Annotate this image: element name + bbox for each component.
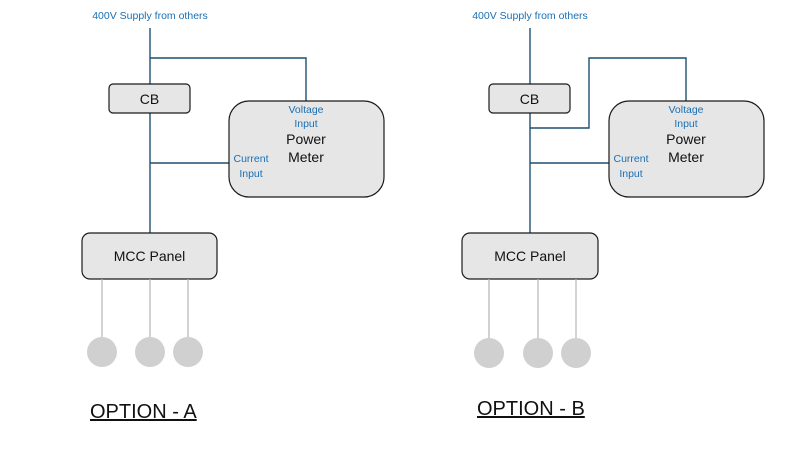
option-b-power-meter-box (608, 100, 765, 198)
option-a-power-meter-box (228, 100, 385, 198)
option-a-current-input-label-2: Input (239, 168, 262, 180)
option-a-cb-box (108, 83, 191, 114)
option-a-load-circle-3 (173, 337, 203, 367)
option-b-supply-label: 400V Supply from others (472, 10, 588, 22)
option-b-meter-label-1: Power (666, 131, 706, 147)
option-b-wires (529, 28, 687, 233)
option-b-current-input-label-1: Current (613, 153, 648, 165)
option-a-load-lines (101, 279, 189, 338)
option-b-mcc-panel-label: MCC Panel (494, 248, 566, 264)
option-b-title: OPTION - B (477, 398, 585, 420)
option-a-load-circle-1 (87, 337, 117, 367)
option-b-load-circle-2 (523, 338, 553, 368)
option-a-title: OPTION - A (90, 401, 197, 423)
option-a-load-circle-2 (135, 337, 165, 367)
option-a-meter-label-2: Meter (288, 149, 324, 165)
option-a-wires (149, 28, 307, 233)
option-b-mcc-panel-box (461, 232, 599, 280)
option-b-cb-box (488, 83, 571, 114)
option-b-group: 400V Supply from others CB Voltage Input… (461, 10, 765, 420)
option-a-cb-label: CB (140, 91, 159, 107)
option-a-group: 400V Supply from others CB Voltage Input… (81, 10, 385, 423)
option-a-voltage-input-label-1: Voltage (288, 104, 323, 116)
option-a-meter-label-1: Power (286, 131, 326, 147)
option-b-voltage-input-label-1: Voltage (668, 104, 703, 116)
option-a-current-input-label-1: Current (233, 153, 268, 165)
option-b-current-input-label-2: Input (619, 168, 642, 180)
option-b-load-circle-1 (474, 338, 504, 368)
option-a-supply-label: 400V Supply from others (92, 10, 208, 22)
option-b-load-lines (488, 279, 577, 338)
option-b-meter-label-2: Meter (668, 149, 704, 165)
option-b-load-circle-3 (561, 338, 591, 368)
option-a-voltage-input-label-2: Input (294, 118, 317, 130)
option-b-voltage-input-label-2: Input (674, 118, 697, 130)
option-a-voltage-tap-wire (150, 57, 307, 101)
option-b-cb-label: CB (520, 91, 539, 107)
option-a-mcc-panel-label: MCC Panel (114, 248, 186, 264)
option-b-voltage-tap-wire (530, 57, 687, 129)
